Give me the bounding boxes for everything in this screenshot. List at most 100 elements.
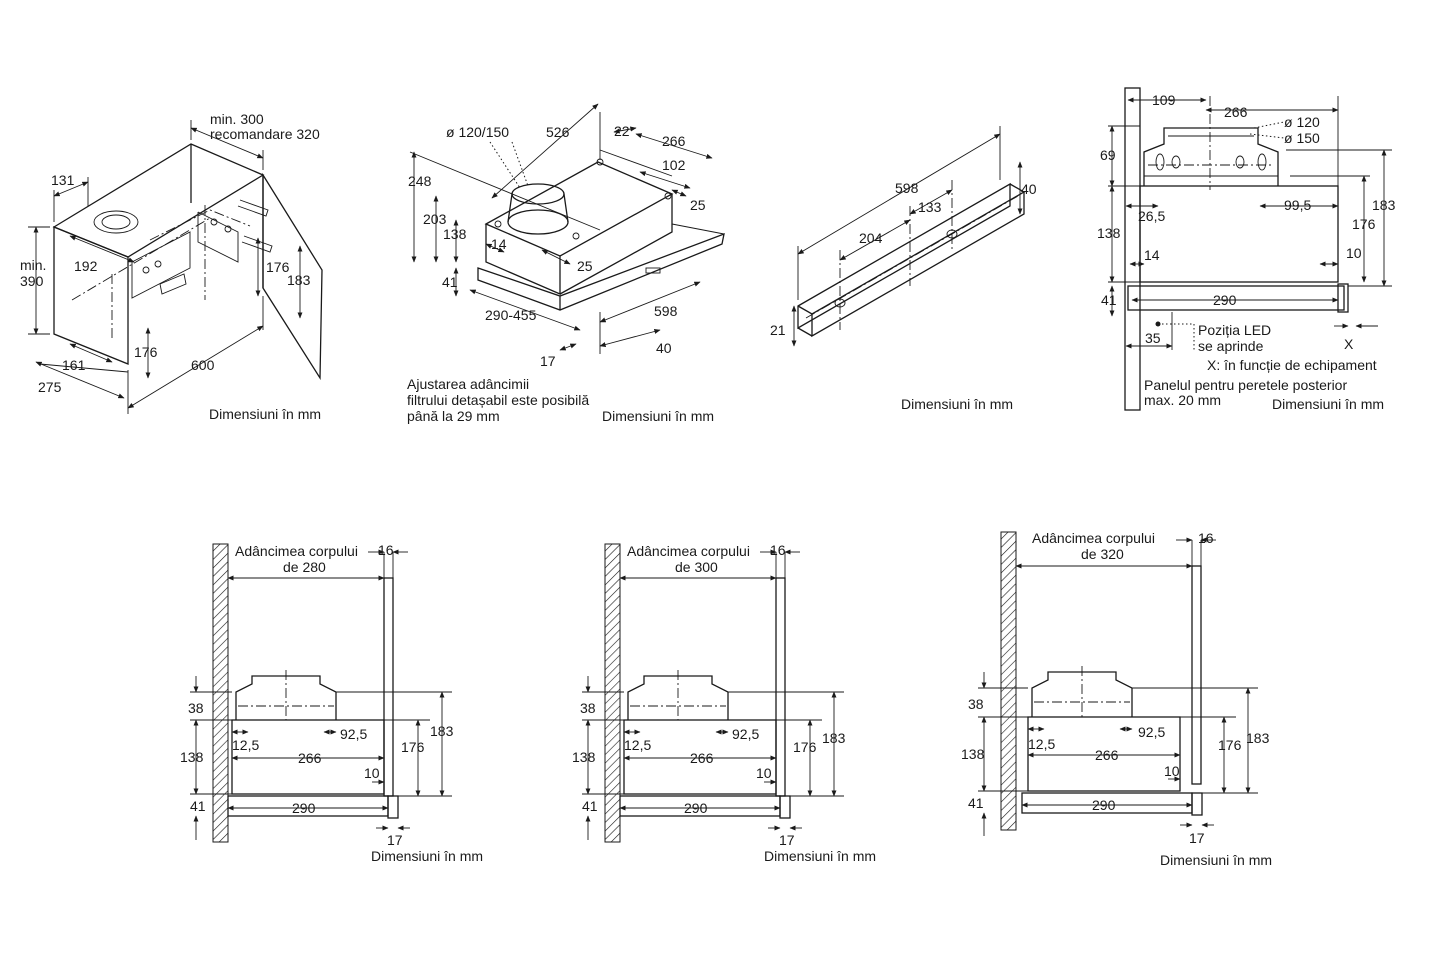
fig3-d598: 598 <box>895 180 919 196</box>
bottom-d10: 10 <box>364 765 380 781</box>
bottom-title: Adâncimea corpului <box>1032 530 1155 546</box>
fig3-d40: 40 <box>1021 181 1037 197</box>
fig2-d41: 41 <box>442 274 458 290</box>
fig4-d266: 266 <box>1224 104 1248 120</box>
cabinet-left-panel <box>53 226 129 365</box>
fig4-panel1: Panelul pentru peretele posterior <box>1144 377 1347 393</box>
fig4-led2: se aprinde <box>1198 338 1264 354</box>
fig4-d10: 10 <box>1346 245 1362 261</box>
fig2-d40: 40 <box>656 340 672 356</box>
bottom-d290: 290 <box>684 800 708 816</box>
fig1-d192: 192 <box>74 258 98 274</box>
fig2-d17: 17 <box>540 353 556 369</box>
bottom-d10: 10 <box>756 765 772 781</box>
fig4-x: X <box>1344 336 1354 352</box>
wall-hatch <box>1000 531 1017 831</box>
bottom-title: Adâncimea corpului <box>627 543 750 559</box>
fig3-d21: 21 <box>770 322 786 338</box>
fig2-d102: 102 <box>662 157 686 173</box>
fig4-d150: ø 150 <box>1284 130 1320 146</box>
fig4-d109: 109 <box>1152 92 1176 108</box>
bottom-d38: 38 <box>188 700 204 716</box>
bottom-d176: 176 <box>401 739 425 755</box>
fig1-d176: 176 <box>266 259 290 275</box>
fig2-d203: 203 <box>423 211 447 227</box>
bottom-d290: 290 <box>292 800 316 816</box>
hood-duct <box>511 183 565 205</box>
fig2-note2: filtrului detașabil este posibilă <box>407 392 589 408</box>
fig4-d41: 41 <box>1101 292 1117 308</box>
fig4-d69: 69 <box>1100 147 1116 163</box>
bottom-units: Dimensiuni în mm <box>371 848 483 864</box>
bottom-d41: 41 <box>190 798 206 814</box>
bottom-d183: 183 <box>430 723 454 739</box>
fig4-xnote: X: în funcție de echipament <box>1207 357 1377 373</box>
fig4-d14: 14 <box>1144 247 1160 263</box>
fig1-d600: 600 <box>191 357 215 373</box>
fig2-d526: 526 <box>546 124 570 140</box>
fig2-d266: 266 <box>662 133 686 149</box>
fig2-d22: 22 <box>614 123 630 139</box>
fig4-units: Dimensiuni în mm <box>1272 396 1384 412</box>
bottom-d17: 17 <box>779 832 795 848</box>
bottom-d92-5: 92,5 <box>732 726 759 742</box>
fig1-rec320: recomandare 320 <box>210 126 320 142</box>
bottom-d266: 266 <box>1095 747 1119 763</box>
bottom-d176: 176 <box>1218 737 1242 753</box>
bottom-d92-5: 92,5 <box>1138 724 1165 740</box>
fig1-d131: 131 <box>51 172 75 188</box>
bottom-d38: 38 <box>968 696 984 712</box>
bottom-d290: 290 <box>1092 797 1116 813</box>
door-panel <box>383 577 394 797</box>
duct-hole <box>93 210 139 234</box>
fig4-d99-5: 99,5 <box>1284 197 1311 213</box>
bottom-d176: 176 <box>793 739 817 755</box>
fig2-d25a: 25 <box>690 197 706 213</box>
fig3-profile: 598 40 133 204 21 Dimensiuni în mm <box>770 126 1037 412</box>
fig1-d275: 275 <box>38 379 62 395</box>
profile-front <box>797 182 1011 330</box>
bottom-d138: 138 <box>961 746 985 762</box>
bottom-d16: 16 <box>1198 530 1214 546</box>
fig1-d183: 183 <box>287 272 311 288</box>
bottom-d12-5: 12,5 <box>1028 736 1055 752</box>
fig2-d14: 14 <box>491 236 507 252</box>
fig4-d120: ø 120 <box>1284 114 1320 130</box>
bottom-d41: 41 <box>968 795 984 811</box>
door-panel <box>775 577 786 797</box>
back-wall-panel <box>1124 87 1141 411</box>
fig1-d176b: 176 <box>134 344 158 360</box>
fig4-d26-5: 26,5 <box>1138 208 1165 224</box>
bottom-d183: 183 <box>1246 730 1270 746</box>
bottom-depth: de 300 <box>675 559 718 575</box>
fig1-cabinet: min. 300 recomandare 320 131 min. 390 19… <box>20 111 323 422</box>
fig2-d248: 248 <box>408 173 432 189</box>
fig2-d25b: 25 <box>577 258 593 274</box>
bottom-d16: 16 <box>770 542 786 558</box>
fig4-d138: 138 <box>1097 225 1121 241</box>
bottom-section-280: Adâncimea corpului de 280 16 38 138 41 1… <box>180 542 483 864</box>
bottom-depth: de 280 <box>283 559 326 575</box>
fan-housing <box>1143 127 1279 186</box>
hood-top <box>484 161 674 257</box>
bottom-d138: 138 <box>572 749 596 765</box>
bottom-d17: 17 <box>387 832 403 848</box>
fig4-d183: 183 <box>1372 197 1396 213</box>
fig2-note3: până la 29 mm <box>407 408 500 424</box>
bottom-units: Dimensiuni în mm <box>764 848 876 864</box>
fig4-section: 109 266 ø 120 ø 150 69 183 26,5 99,5 176… <box>1097 87 1396 412</box>
bottom-d16: 16 <box>378 542 394 558</box>
fig3-units: Dimensiuni în mm <box>901 396 1013 412</box>
fig1-min300: min. 300 <box>210 111 264 127</box>
door-panel <box>1191 565 1202 785</box>
fig2-dia: ø 120/150 <box>446 124 509 140</box>
fig3-d204: 204 <box>859 230 883 246</box>
fig1-d390: 390 <box>20 273 44 289</box>
bottom-section-300: Adâncimea corpului de 300 16 38 138 41 1… <box>572 542 876 864</box>
fig4-panel2: max. 20 mm <box>1144 392 1221 408</box>
wall-hatch <box>604 543 621 843</box>
hood-body <box>1139 185 1339 283</box>
fig2-units: Dimensiuni în mm <box>602 408 714 424</box>
bottom-section-320: Adâncimea corpului de 320 16 38 138 41 1… <box>961 530 1272 868</box>
fig1-min: min. <box>20 257 46 273</box>
